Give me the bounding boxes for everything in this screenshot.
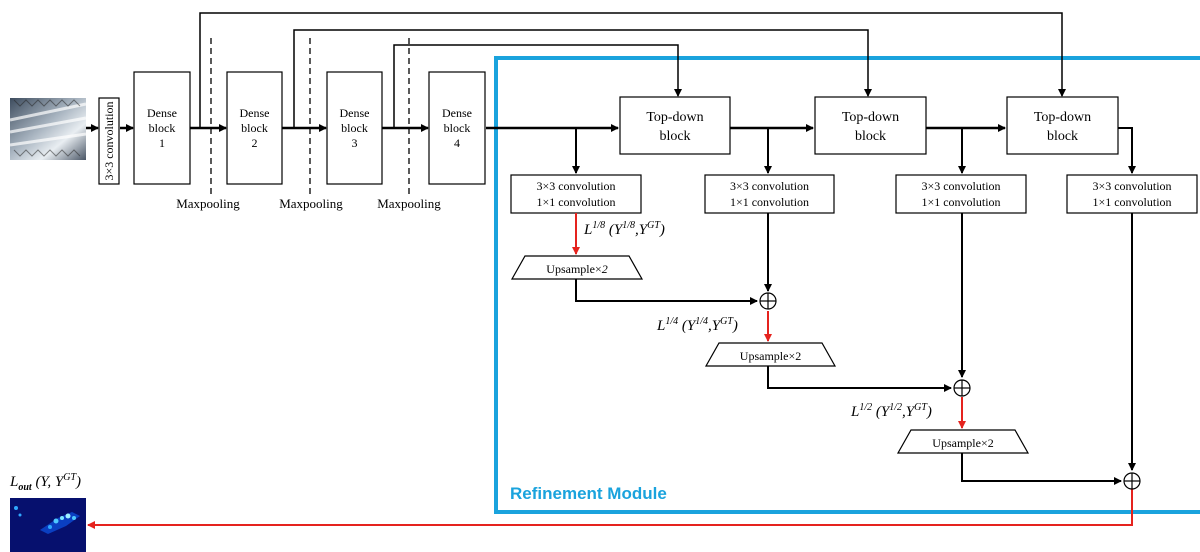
conv-box-label: 1×1 convolution (921, 195, 1000, 209)
dense-block-2: Dense block 2 (227, 72, 282, 184)
top-down-block-label: Top-down (646, 110, 703, 125)
stem-convolution-label: 3×3 convolution (102, 101, 116, 180)
conv-box-label: 3×3 convolution (536, 179, 615, 193)
top-down-block-label: block (659, 129, 690, 144)
upsample-block-1: Upsample×2 (512, 256, 642, 279)
dense-block-label: Dense (240, 106, 270, 120)
dense-block-label: block (241, 121, 268, 135)
loss-label-1-4: L1/4 (Y1/4,YGT) (656, 316, 738, 334)
dense-block-4: Dense block 4 (429, 72, 485, 184)
dense-block-label: Dense (340, 106, 370, 120)
dense-block-number: 4 (454, 136, 460, 150)
dense-block-number: 1 (159, 136, 165, 150)
conv-box-label: 3×3 convolution (921, 179, 1000, 193)
loss-label-1-2: L1/2 (Y1/2,YGT) (850, 402, 932, 420)
top-down-block-1: Top-down block (620, 97, 730, 154)
conv-box-label: 1×1 convolution (1092, 195, 1171, 209)
refinement-module-label: Refinement Module (510, 484, 667, 503)
sum-node-1 (760, 293, 776, 309)
top-down-block-label: Top-down (842, 110, 899, 125)
maxpooling-label-3: Maxpooling (377, 196, 441, 211)
upsample-label: Upsample×2 (546, 262, 607, 276)
dense-block-label: block (444, 121, 471, 135)
upsample-block-2: Upsample×2 (706, 343, 835, 366)
sum-node-3 (1124, 473, 1140, 489)
input-image (10, 98, 86, 160)
top-down-block-2: Top-down block (815, 97, 926, 154)
dense-block-number: 3 (352, 136, 358, 150)
dense-block-3: Dense block 3 (327, 72, 382, 184)
upsample-label: Upsample×2 (932, 436, 993, 450)
conv-box-4: 3×3 convolution 1×1 convolution (1067, 175, 1197, 213)
conv-box-label: 1×1 convolution (730, 195, 809, 209)
dense-block-label: block (149, 121, 176, 135)
output-density-map (10, 498, 86, 552)
top-down-block-label: block (1047, 129, 1078, 144)
conv-box-label: 3×3 convolution (730, 179, 809, 193)
conv-box-2: 3×3 convolution 1×1 convolution (705, 175, 834, 213)
maxpooling-label-1: Maxpooling (176, 196, 240, 211)
output-loss-label: Lout (Y, YGT) (9, 472, 81, 493)
maxpooling-label-2: Maxpooling (279, 196, 343, 211)
top-down-block-label: block (855, 129, 886, 144)
dense-block-label: block (341, 121, 368, 135)
upsample-label: Upsample×2 (740, 349, 801, 363)
dense-block-1: Dense block 1 (134, 72, 190, 184)
conv-box-3: 3×3 convolution 1×1 convolution (896, 175, 1026, 213)
loss-label-1-8: L1/8 (Y1/8,YGT) (583, 220, 665, 238)
dense-block-label: Dense (147, 106, 177, 120)
conv-box-1: 3×3 convolution 1×1 convolution (511, 175, 641, 213)
dense-block-number: 2 (252, 136, 258, 150)
upsample-block-3: Upsample×2 (898, 430, 1028, 453)
stem-convolution-box: 3×3 convolution (99, 98, 119, 184)
top-down-block-3: Top-down block (1007, 97, 1118, 154)
top-down-block-label: Top-down (1034, 110, 1091, 125)
dense-block-label: Dense (442, 106, 472, 120)
sum-node-2 (954, 380, 970, 396)
merge-connectors (576, 213, 1132, 481)
conv-box-label: 3×3 convolution (1092, 179, 1171, 193)
conv-box-label: 1×1 convolution (536, 195, 615, 209)
